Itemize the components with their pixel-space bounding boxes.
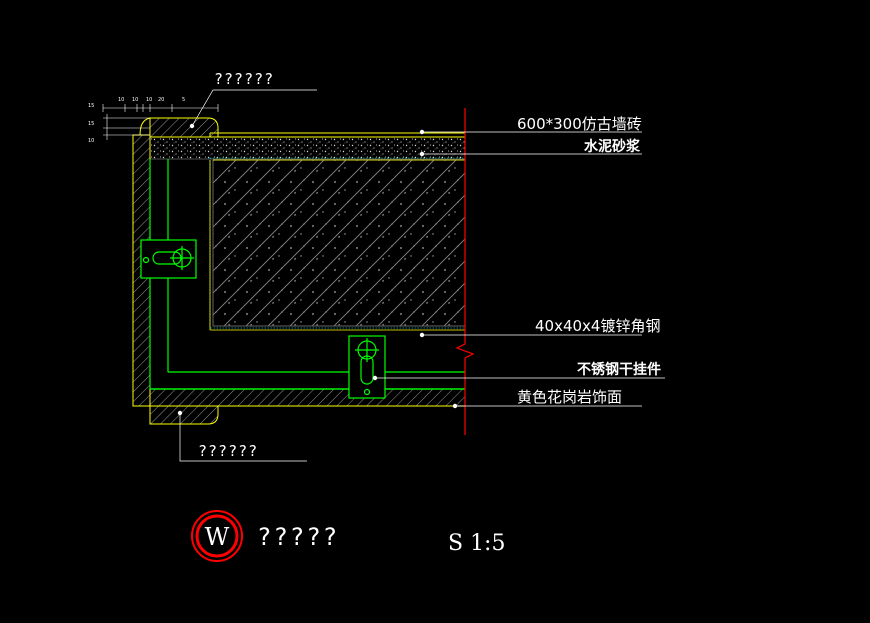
label-hanger: 不锈钢干挂件 — [577, 361, 661, 378]
leader-dots — [177, 123, 458, 416]
drawing-title: ????? — [257, 523, 339, 551]
label-top-left: ?????? — [214, 70, 274, 88]
dimension-texts: 10 10 10 20 5 15 15 10 — [88, 97, 185, 144]
label-mortar: 水泥砂浆 — [584, 138, 641, 155]
label-tile: 600*300仿古墙砖 — [517, 115, 642, 133]
mortar-layer — [149, 136, 466, 160]
dim-text: 10 — [132, 97, 138, 103]
hanger-left — [140, 239, 197, 279]
dim-text: 10 — [118, 97, 124, 103]
label-granite: 黄色花岗岩饰面 — [517, 388, 622, 406]
hanger-bottom — [348, 335, 386, 399]
detail-symbol: W — [191, 510, 243, 562]
break-line — [455, 108, 475, 435]
label-angle-steel: 40x40x4镀锌角钢 — [535, 317, 660, 335]
label-bottom-left: ?????? — [198, 442, 258, 460]
drawing-scale: S 1:5 — [448, 531, 505, 556]
dim-text: 10 — [88, 138, 94, 144]
dim-text: 10 — [146, 97, 152, 103]
concrete-wall — [209, 157, 466, 329]
dim-text: 5 — [182, 97, 185, 103]
dim-text: 20 — [158, 97, 164, 103]
dim-text: 15 — [88, 103, 94, 109]
dimension-marks — [102, 104, 219, 140]
detail-symbol-letter: W — [205, 523, 230, 551]
dim-text: 15 — [88, 121, 94, 127]
leader-lines — [179, 89, 665, 462]
